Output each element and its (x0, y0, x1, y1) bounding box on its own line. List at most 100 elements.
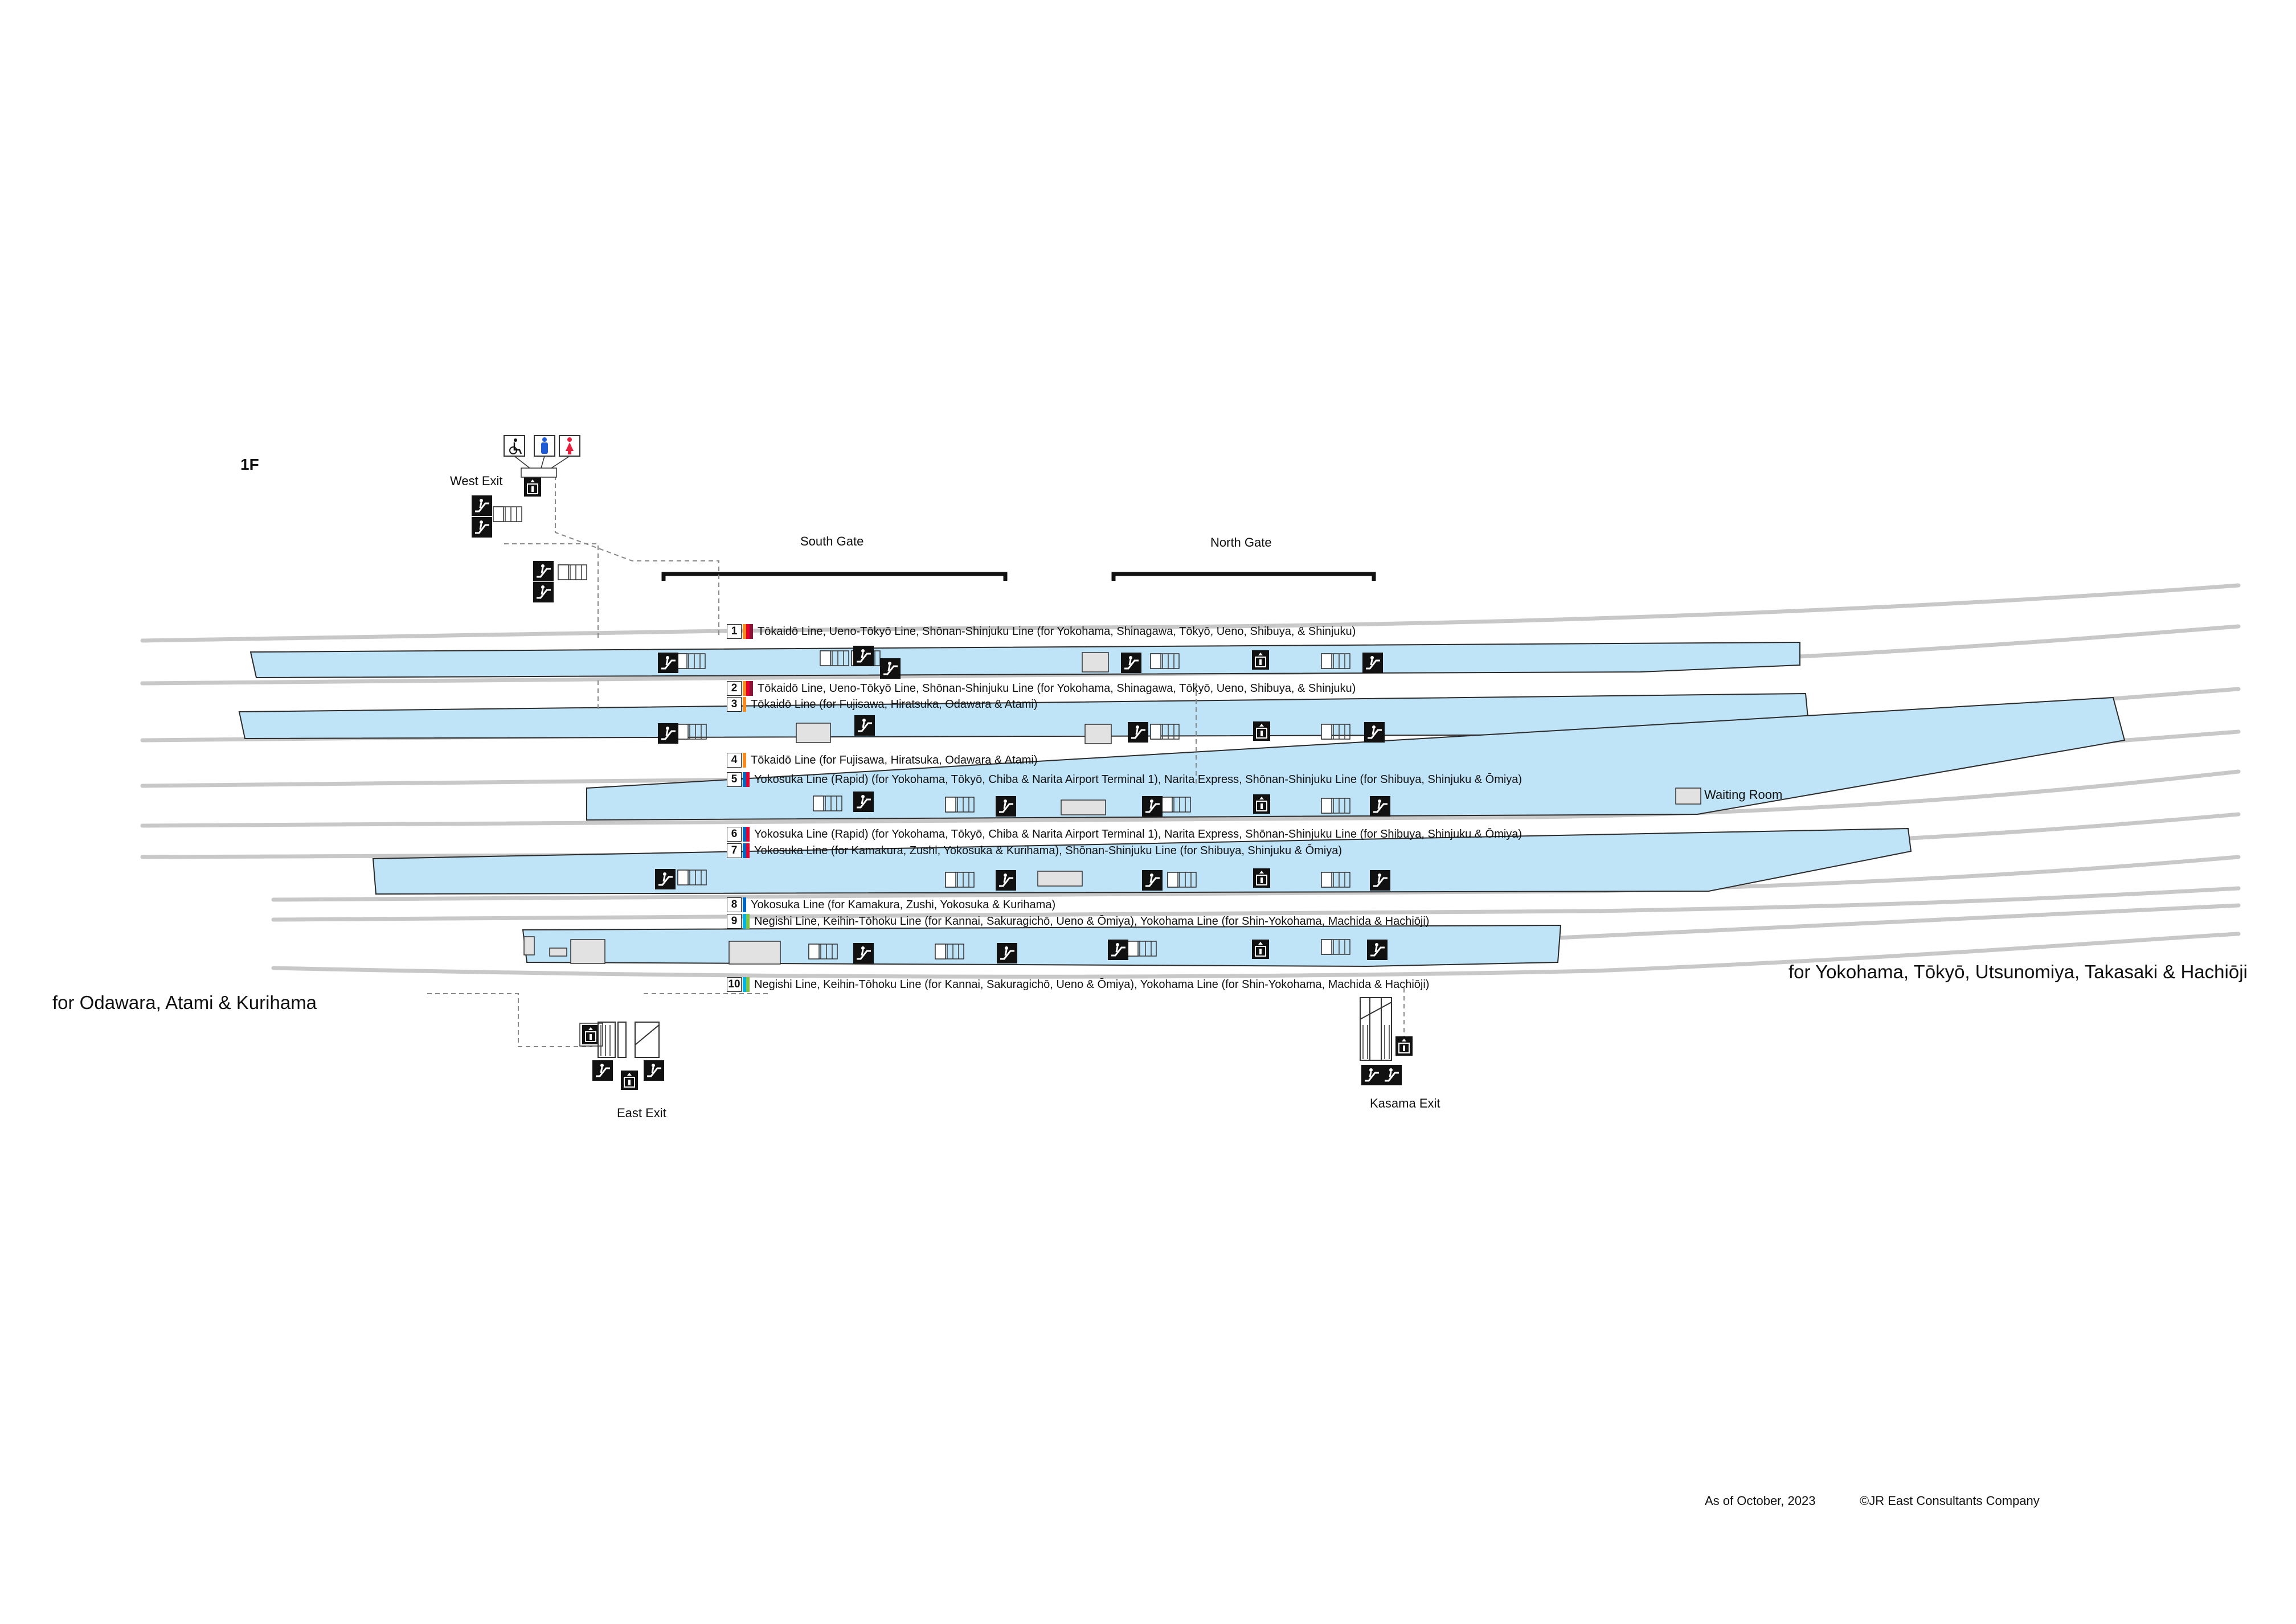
elevator-icon (1253, 868, 1271, 888)
platform-label: 10 Negishi Line, Keihin-Tōhoku Line (for… (727, 977, 1429, 992)
escalator-icon (1141, 795, 1164, 818)
line-color-bar (743, 753, 746, 768)
elevator-icon (1395, 1036, 1413, 1056)
facility-box (523, 936, 535, 955)
south-gate-barrier (661, 572, 1008, 581)
elevator-icon (620, 1070, 639, 1090)
elevator-icon (1253, 721, 1271, 741)
track (271, 886, 2241, 922)
escalator-icon (852, 942, 875, 965)
connection-paths (427, 475, 1405, 1047)
platform-number: 1 (727, 624, 742, 639)
line-color-bar (746, 681, 750, 696)
facility-box (570, 939, 605, 964)
platform-label: 9 Negishi Line, Keihin-Tōhoku Line (for … (727, 914, 1429, 929)
facility-box (549, 948, 567, 957)
stairs-icon (493, 506, 522, 522)
stairs-icon (1150, 724, 1180, 740)
platform-label: 5 Yokosuka Line (Rapid) (for Yokohama, T… (727, 772, 1522, 787)
facility-box (1037, 871, 1083, 887)
elevator-icon (1251, 939, 1270, 959)
line-color-bar (746, 772, 750, 787)
kasama-exit-structure (1360, 997, 1392, 1061)
stairs-icon (1150, 653, 1180, 669)
escalator-icon (657, 651, 680, 674)
kasama-exit-label: Kasama Exit (1370, 1096, 1440, 1110)
line-color-bar (743, 897, 746, 912)
stairs-icon (935, 944, 964, 959)
waiting-room-box (1675, 788, 1701, 805)
escalator-icon (994, 869, 1017, 892)
line-color-bar (743, 977, 746, 992)
south-gate-label: South Gate (800, 534, 864, 548)
line-color-bar (743, 843, 746, 858)
platform-label: 2 Tōkaidō Line, Ueno-Tōkyō Line, Shōnan-… (727, 681, 1356, 696)
platform-number: 10 (727, 977, 742, 992)
line-color-bar (743, 772, 746, 787)
stairs-icon (820, 650, 849, 666)
floor-label: 1F (240, 456, 259, 473)
platform-7-8 (372, 827, 1912, 895)
stairs-icon (808, 944, 838, 959)
stairs-icon (1321, 653, 1350, 669)
stairs-icon (558, 564, 587, 580)
escalator-icon (879, 657, 902, 680)
platform-destination: Tōkaidō Line (for Fujisawa, Hiratsuka, O… (751, 698, 1038, 711)
platform-destination: Yokosuka Line (Rapid) (for Yokohama, Tōk… (754, 827, 1523, 840)
platform-number: 7 (727, 843, 742, 858)
stairs-icon (677, 870, 707, 885)
stairs-icon (1321, 724, 1350, 740)
line-color-bar (743, 624, 746, 639)
platform-5-6 (586, 696, 2126, 821)
escalator-icon (1120, 651, 1143, 674)
facility-box (796, 723, 831, 743)
stairs-icon (813, 795, 842, 811)
escalator-icon (654, 868, 677, 891)
escalator-icon (470, 494, 493, 517)
stairs-icon (1321, 798, 1350, 814)
stairs-icon (1321, 872, 1350, 888)
east-exit-label: East Exit (617, 1106, 666, 1120)
facility-box (729, 941, 781, 965)
escalator-icon (532, 581, 555, 604)
west-exit-label: West Exit (450, 474, 503, 488)
escalator-icon (1141, 869, 1164, 892)
stairs-icon (677, 724, 707, 740)
line-color-bar (746, 843, 750, 858)
platform-destination: Yokosuka Line (Rapid) (for Yokohama, Tōk… (754, 773, 1523, 786)
west-amenities (504, 435, 580, 478)
facility-box (1084, 724, 1112, 744)
platform-label: 4 Tōkaidō Line (for Fujisawa, Hiratsuka,… (727, 753, 1038, 768)
platform-number: 8 (727, 897, 742, 912)
platform-destination: Yokosuka Line (for Kamakura, Zushi, Yoko… (751, 898, 1056, 911)
platform-destination: Tōkaidō Line, Ueno-Tōkyō Line, Shōnan-Sh… (758, 625, 1356, 638)
escalator-icon (852, 790, 875, 813)
escalator-icon (591, 1059, 614, 1082)
platform-9-10 (522, 924, 1562, 967)
line-color-bars (743, 753, 746, 768)
line-color-bar (750, 681, 753, 696)
line-color-bar (746, 914, 750, 929)
elevator-icon (582, 1024, 600, 1045)
elevator-icon (1253, 794, 1271, 814)
escalator-icon (853, 714, 876, 737)
stairs-icon (676, 653, 706, 669)
escalator-icon (642, 1059, 665, 1082)
platform-label: 7 Yokosuka Line (for Kamakura, Zushi, Yo… (727, 843, 1342, 858)
restroom-men-icon (534, 435, 555, 457)
footer-date: As of October, 2023 (1705, 1494, 1816, 1508)
track (271, 855, 2241, 902)
platform-number: 6 (727, 827, 742, 842)
platform-label: 6 Yokosuka Line (Rapid) (for Yokohama, T… (727, 827, 1522, 842)
line-color-bars (743, 914, 750, 929)
line-color-bars (743, 843, 750, 858)
gates (661, 572, 1376, 581)
elevator-icon (523, 477, 542, 497)
restroom-area (521, 467, 557, 478)
line-color-bar (746, 827, 750, 842)
platform-label: 3 Tōkaidō Line (for Fujisawa, Hiratsuka,… (727, 697, 1038, 712)
track (271, 932, 2241, 979)
platform-facilities (523, 652, 1701, 965)
platform-destination: Tōkaidō Line (for Fujisawa, Hiratsuka, O… (751, 753, 1038, 766)
platform-destination: Yokosuka Line (for Kamakura, Zushi, Yoko… (754, 844, 1343, 857)
